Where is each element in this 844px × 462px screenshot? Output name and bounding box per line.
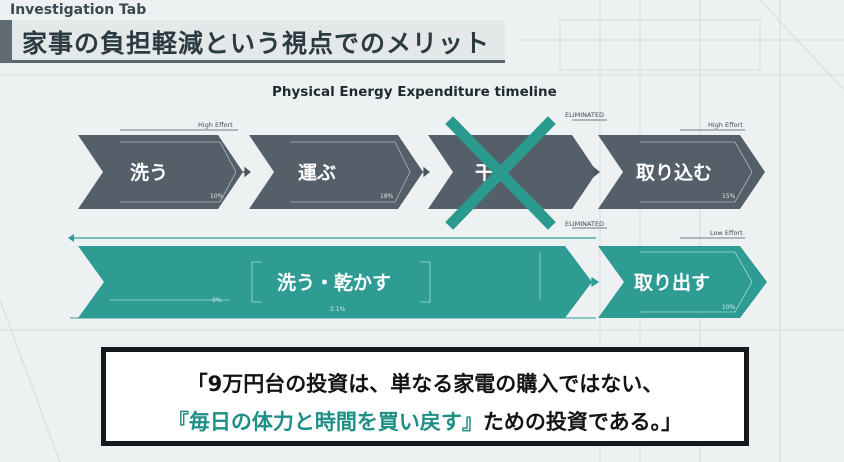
quote-line-2-rest: ための投資である。」: [482, 410, 683, 434]
title-accent: [0, 20, 12, 63]
take-in-percent: 15%: [722, 193, 736, 200]
chevron-carry: [249, 135, 423, 209]
bottom-row: 洗う・乾かす 取り出す 3% 2.1% 10%: [68, 234, 767, 319]
quote-line-1: 「9万円台の投資は、単なる家電の購入ではない、: [186, 372, 664, 396]
chevron-take-out: [598, 246, 767, 318]
top-row: 洗う 運ぶ 干す 取り込む 10% 18% 15%: [78, 116, 765, 230]
chevron-take-in: [598, 135, 765, 209]
take-out-percent: 10%: [722, 304, 736, 311]
title-bar: 家事の負担軽減という視点でのメリット: [0, 20, 505, 63]
wash-percent: 10%: [210, 193, 224, 200]
chevron-take-in-label: 取り込む: [636, 162, 712, 184]
chevron-wash-dry-label: 洗う・乾かす: [277, 271, 391, 294]
quote-line-2: 『毎日の体力と時間を買い戻す』ための投資である。」: [106, 406, 744, 436]
wash-dry-sub-percent: 2.1%: [330, 306, 346, 313]
page-title: 家事の負担軽減という視点でのメリット: [22, 29, 491, 58]
chevron-take-out-label: 取り出す: [634, 271, 710, 294]
high-effort-left: High Effort: [198, 121, 233, 129]
low-effort: Low Effort: [710, 229, 743, 237]
high-effort-right: High Effort: [708, 121, 743, 129]
top-annotations: High Effort ELIMINATED High Effort ELIMI…: [120, 111, 745, 239]
chevron-carry-label: 運ぶ: [298, 162, 336, 184]
chevron-dry: [428, 135, 597, 209]
eliminated-bottom: ELIMINATED: [565, 220, 604, 228]
eliminated-top: ELIMINATED: [565, 111, 604, 119]
chevron-wash: [78, 135, 243, 209]
wash-dry-percent: 3%: [212, 297, 222, 304]
eliminated-cross: [445, 116, 556, 230]
diagram-title: Physical Energy Expenditure timeline: [272, 84, 557, 100]
chevron-wash-label: 洗う: [130, 161, 168, 184]
carry-percent: 18%: [380, 193, 394, 200]
quote-box: 「9万円台の投資は、単なる家電の購入ではない、 『毎日の体力と時間を買い戻す』た…: [101, 347, 749, 446]
investigation-tab-label: Investigation Tab: [10, 2, 147, 18]
quote-highlight: 『毎日の体力と時間を買い戻す』: [167, 410, 483, 434]
